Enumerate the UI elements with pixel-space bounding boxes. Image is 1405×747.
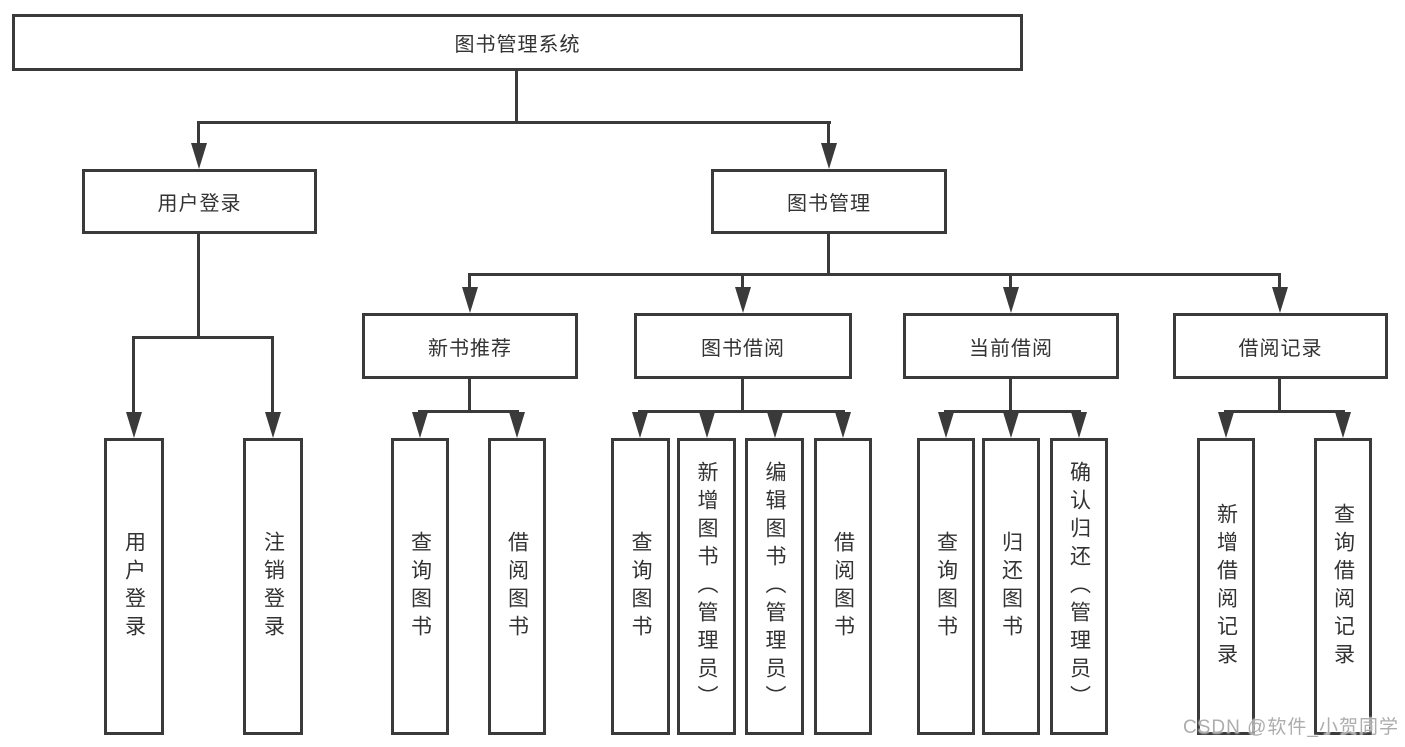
connector-user-login-stem — [197, 233, 200, 336]
node-root: 图书管理系统 — [12, 14, 1023, 71]
leaf-add-borrow-record: 新增借阅记录 — [1197, 438, 1255, 735]
leaf-return-books: 归还图书 — [982, 438, 1040, 735]
arrowhead-current-borrowing — [1003, 287, 1019, 313]
arrowhead-query-books-recommend — [412, 412, 428, 438]
arrowhead-add-book-admin — [699, 412, 715, 438]
leaf-query-books-recommend-label: 查询图书 — [408, 530, 432, 643]
node-user-login: 用户登录 — [82, 169, 317, 234]
leaf-borrow-books-borrowing: 借阅图书 — [814, 438, 872, 735]
leaf-query-books-current: 查询图书 — [917, 438, 975, 735]
arrowhead-book-management — [821, 143, 837, 169]
node-user-login-label: 用户登录 — [157, 193, 242, 215]
connector-new-book-bar — [418, 410, 519, 413]
arrowhead-borrow-books-recommend — [509, 412, 525, 438]
leaf-confirm-return-admin-label: 确认归还（管理员） — [1067, 460, 1091, 713]
connector-root-stem — [515, 70, 518, 121]
connector-drop-user-login — [197, 121, 200, 145]
node-borrowing-records: 借阅记录 — [1173, 313, 1388, 379]
arrowhead-leaf-logout — [265, 412, 281, 438]
leaf-query-books-current-label: 查询图书 — [934, 530, 958, 643]
node-current-borrowing: 当前借阅 — [903, 313, 1119, 379]
node-borrowing-records-label: 借阅记录 — [1238, 337, 1323, 360]
arrowhead-new-book — [462, 287, 478, 313]
connector-user-login-bar — [132, 336, 274, 339]
connector-drop-leaf-logout — [271, 336, 274, 414]
arrowhead-book-borrowing — [735, 287, 751, 313]
connector-book-borrowing-bar — [638, 410, 845, 413]
leaf-query-books-recommend: 查询图书 — [391, 438, 449, 735]
leaf-query-borrow-record-label: 查询借阅记录 — [1331, 502, 1355, 671]
leaf-add-book-admin: 新增图书（管理员） — [677, 438, 736, 735]
connector-current-borrowing-bar — [944, 410, 1081, 413]
arrowhead-query-books-current — [938, 412, 954, 438]
node-new-book-recommend: 新书推荐 — [362, 313, 578, 379]
leaf-logout: 注销登录 — [243, 438, 303, 735]
node-new-book-recommend-label: 新书推荐 — [428, 337, 512, 360]
connector-borrowing-records-bar — [1224, 410, 1345, 413]
connector-current-borrowing-stem — [1009, 379, 1012, 410]
arrowhead-query-books-borrowing — [632, 412, 648, 438]
arrowhead-add-borrow-record — [1218, 412, 1234, 438]
connector-level2-bar — [468, 273, 1281, 276]
leaf-borrow-books-borrowing-label: 借阅图书 — [831, 530, 855, 643]
leaf-user-login: 用户登录 — [104, 438, 164, 735]
arrowhead-edit-book-admin — [767, 412, 783, 438]
leaf-edit-book-admin-label: 编辑图书（管理员） — [763, 460, 786, 713]
connector-borrowing-records-stem — [1278, 379, 1281, 410]
leaf-borrow-books-recommend: 借阅图书 — [488, 438, 546, 735]
node-book-borrowing-label: 图书借阅 — [701, 337, 785, 360]
connector-drop-borrowing-records — [1278, 273, 1281, 289]
connector-book-management-stem — [827, 233, 830, 273]
connector-drop-current-borrowing — [1009, 273, 1012, 289]
leaf-edit-book-admin: 编辑图书（管理员） — [745, 438, 804, 735]
leaf-confirm-return-admin: 确认归还（管理员） — [1050, 438, 1108, 735]
connector-new-book-stem — [468, 379, 471, 410]
leaf-query-books-borrowing-label: 查询图书 — [629, 530, 652, 643]
arrowhead-query-borrow-record — [1335, 412, 1351, 438]
leaf-return-books-label: 归还图书 — [999, 530, 1023, 643]
node-current-borrowing-label: 当前借阅 — [969, 337, 1053, 360]
connector-drop-leaf-user-login — [132, 336, 135, 414]
leaf-borrow-books-recommend-label: 借阅图书 — [505, 530, 529, 643]
leaf-user-login-label: 用户登录 — [122, 530, 146, 643]
node-root-label: 图书管理系统 — [454, 34, 581, 56]
node-book-management: 图书管理 — [711, 169, 947, 234]
node-book-management-label: 图书管理 — [787, 193, 871, 215]
connector-drop-new-book — [468, 273, 471, 289]
arrowhead-confirm-return-admin — [1071, 412, 1087, 438]
arrowhead-borrow-books-borrowing — [835, 412, 851, 438]
leaf-add-book-admin-label: 新增图书（管理员） — [695, 460, 718, 713]
leaf-logout-label: 注销登录 — [261, 530, 285, 643]
leaf-add-borrow-record-label: 新增借阅记录 — [1214, 502, 1238, 671]
connector-level1-bar — [197, 121, 831, 124]
connector-drop-book-borrowing — [741, 273, 744, 289]
leaf-query-books-borrowing: 查询图书 — [611, 438, 670, 735]
arrowhead-leaf-user-login — [126, 412, 142, 438]
connector-drop-book-management — [827, 121, 830, 145]
arrowhead-user-login — [191, 143, 207, 169]
csdn-watermark: CSDN @软件_小贺同学 — [1183, 717, 1399, 738]
arrowhead-borrowing-records — [1272, 287, 1288, 313]
arrowhead-return-books — [1003, 412, 1019, 438]
node-book-borrowing: 图书借阅 — [634, 313, 852, 379]
connector-book-borrowing-stem — [741, 379, 744, 410]
leaf-query-borrow-record: 查询借阅记录 — [1314, 438, 1372, 735]
